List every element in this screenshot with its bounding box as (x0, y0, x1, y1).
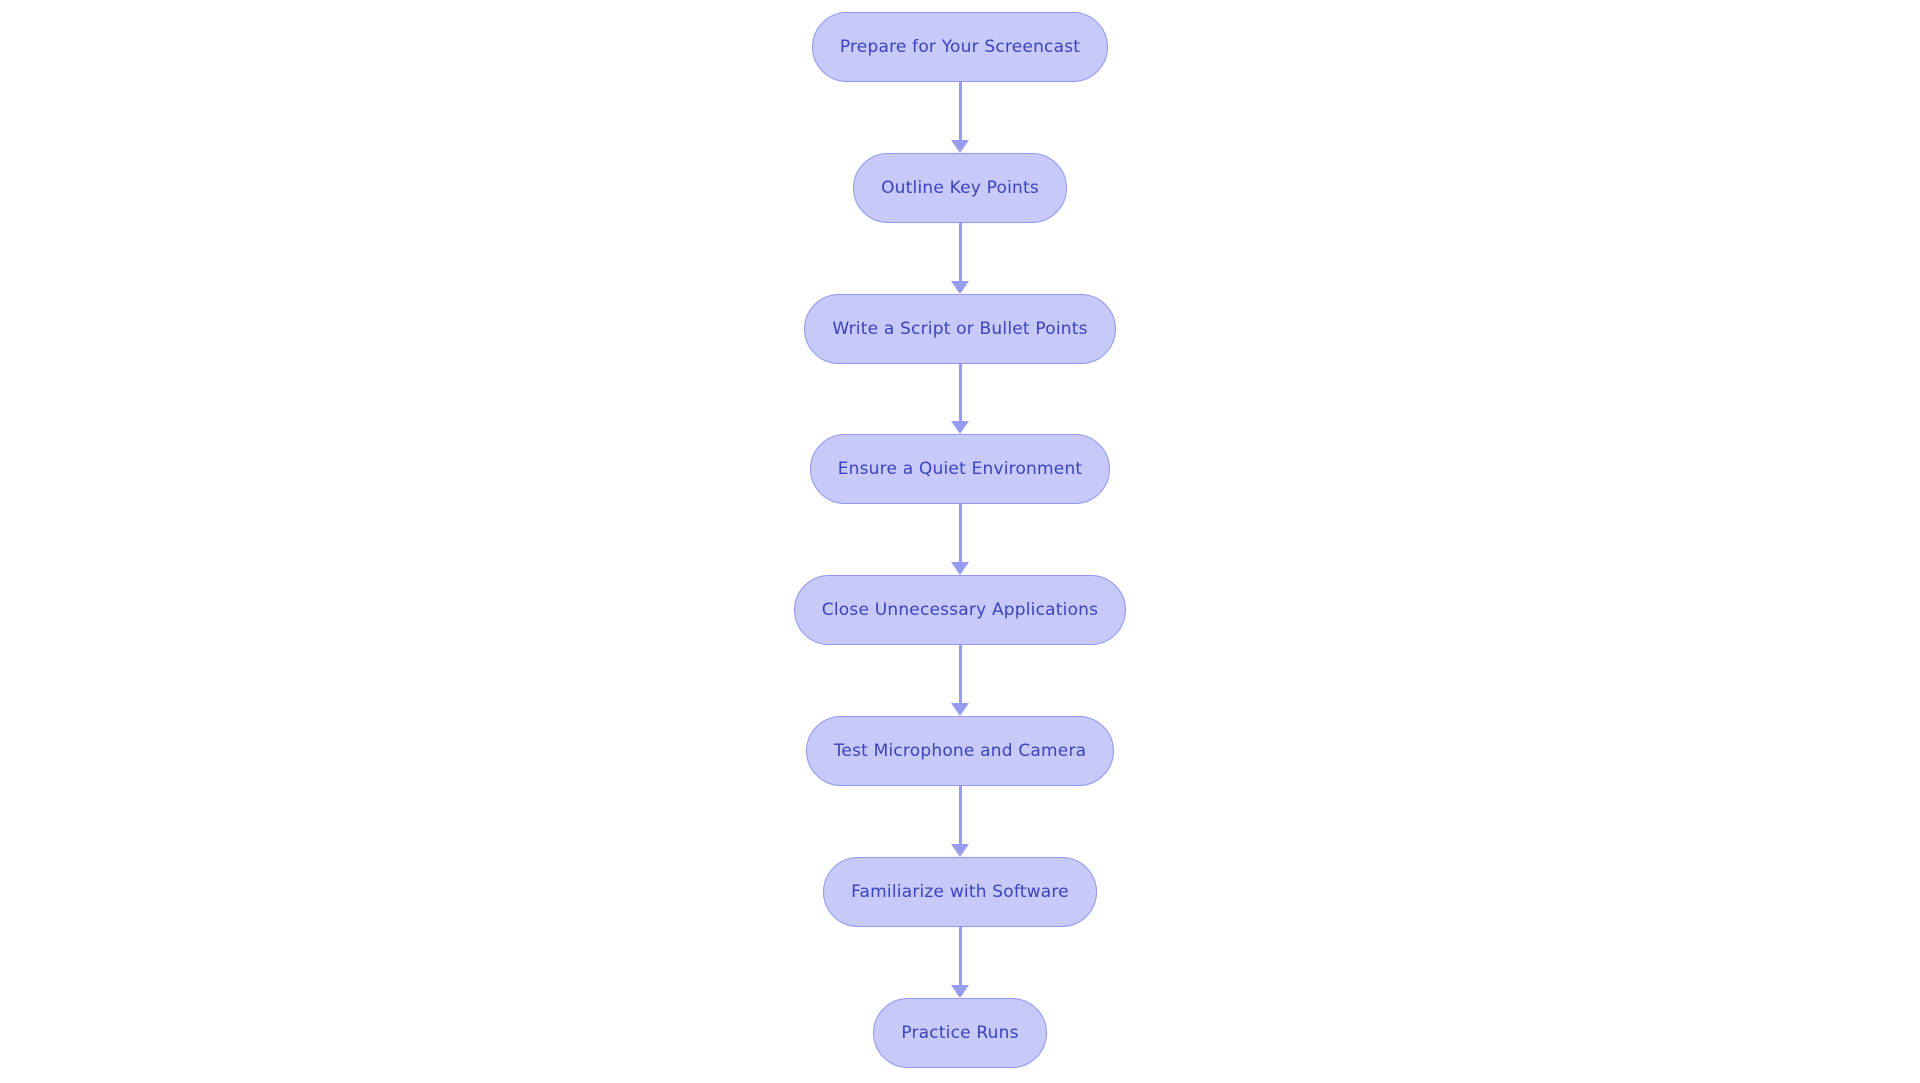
arrow-head-icon (951, 702, 969, 716)
arrow-head-icon (951, 421, 969, 435)
flow-node-test-mic-camera: Test Microphone and Camera (805, 715, 1115, 786)
flow-arrow (951, 82, 969, 153)
flow-arrow (951, 222, 969, 294)
arrow-stem (958, 222, 962, 282)
arrow-stem (958, 504, 962, 564)
arrow-head-icon (951, 139, 969, 153)
flow-arrow (951, 645, 969, 716)
flow-arrow (951, 785, 969, 857)
arrow-head-icon (951, 562, 969, 576)
flow-node-prepare: Prepare for Your Screencast (811, 12, 1109, 82)
flow-node-quiet-environment: Ensure a Quiet Environment (809, 434, 1111, 505)
arrow-stem (958, 363, 962, 423)
flow-node-close-applications: Close Unnecessary Applications (793, 575, 1127, 646)
arrow-head-icon (951, 984, 969, 998)
flow-node-write-script: Write a Script or Bullet Points (804, 293, 1116, 364)
arrow-head-icon (951, 843, 969, 857)
flow-node-practice-runs: Practice Runs (873, 997, 1047, 1068)
arrow-head-icon (951, 280, 969, 294)
flow-arrow (951, 926, 969, 998)
arrow-stem (958, 785, 962, 845)
arrow-stem (958, 645, 962, 704)
arrow-stem (958, 926, 962, 986)
arrow-stem (958, 82, 962, 141)
flow-arrow (951, 504, 969, 576)
flow-node-familiarize-software: Familiarize with Software (823, 856, 1097, 927)
flow-node-outline: Outline Key Points (853, 152, 1067, 223)
flow-arrow (951, 363, 969, 435)
